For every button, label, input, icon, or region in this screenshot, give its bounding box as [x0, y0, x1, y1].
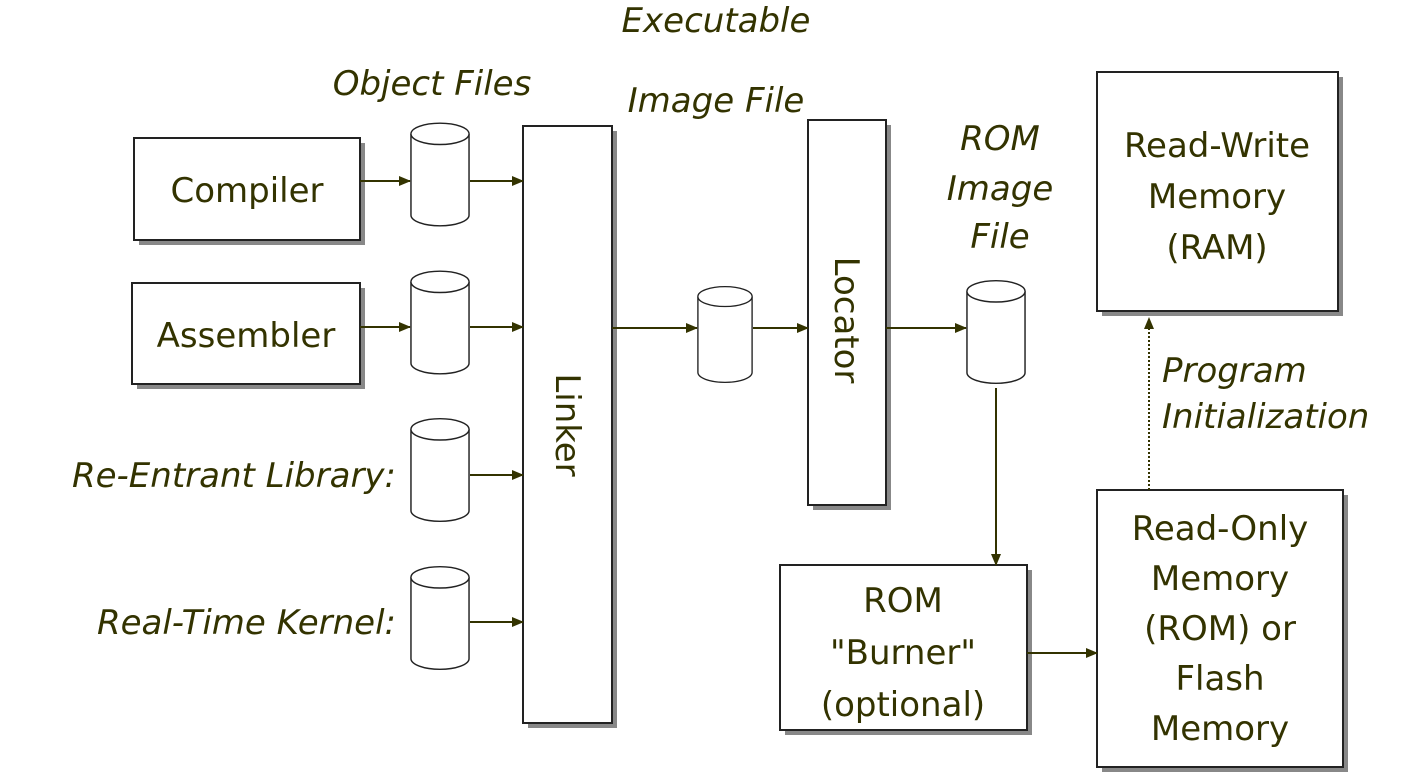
svg-text:Assembler: Assembler [157, 316, 336, 356]
object-files-label: Object Files [333, 64, 532, 104]
arrows [360, 176, 1154, 658]
labels: Object Files Executable Image File ROM I… [72, 1, 1369, 643]
rom-box: Read-Only Memory (ROM) or Flash Memory [1096, 489, 1344, 768]
svg-text:Compiler: Compiler [170, 171, 323, 211]
locator-box: Locator [807, 119, 887, 506]
linker-box: Linker [522, 125, 613, 724]
svg-text:Flash: Flash [1175, 659, 1264, 699]
svg-text:Locator: Locator [826, 257, 866, 384]
svg-text:Memory: Memory [1151, 709, 1289, 749]
real-time-kernel-label: Real-Time Kernel: [97, 603, 396, 643]
assembler-box: Assembler [131, 282, 361, 385]
svg-text:Memory: Memory [1151, 559, 1289, 599]
re-entrant-library-label: Re-Entrant Library: [72, 456, 396, 496]
svg-text:Read-Write: Read-Write [1124, 126, 1310, 166]
rom-image-label-2: Image [947, 169, 1053, 209]
svg-text:Memory: Memory [1148, 177, 1286, 217]
rom-burner-box: ROM "Burner" (optional) [779, 564, 1028, 731]
library-cylinder [410, 417, 470, 523]
rom-image-label-3: File [970, 217, 1029, 257]
svg-text:"Burner": "Burner" [830, 633, 976, 673]
ram-box: Read-Write Memory (RAM) [1096, 71, 1339, 312]
svg-text:Read-Only: Read-Only [1132, 509, 1309, 549]
rom-image-cylinder [966, 279, 1026, 385]
kernel-cylinder [410, 565, 470, 671]
object-file-cylinder-compiler [410, 122, 470, 227]
compiler-box: Compiler [133, 137, 361, 241]
svg-text:(optional): (optional) [821, 685, 985, 725]
rom-image-label-1: ROM [960, 119, 1040, 159]
svg-text:ROM: ROM [863, 581, 943, 621]
executable-label-2: Image File [628, 81, 805, 121]
object-file-cylinder-assembler [410, 270, 470, 375]
program-initialization-label-2: Initialization [1162, 397, 1369, 437]
svg-text:(RAM): (RAM) [1166, 228, 1267, 268]
svg-text:Linker: Linker [547, 373, 587, 476]
program-initialization-label-1: Program [1162, 351, 1307, 391]
executable-image-cylinder [697, 285, 753, 384]
executable-label-1: Executable [622, 1, 811, 41]
svg-text:(ROM) or: (ROM) or [1144, 609, 1296, 649]
